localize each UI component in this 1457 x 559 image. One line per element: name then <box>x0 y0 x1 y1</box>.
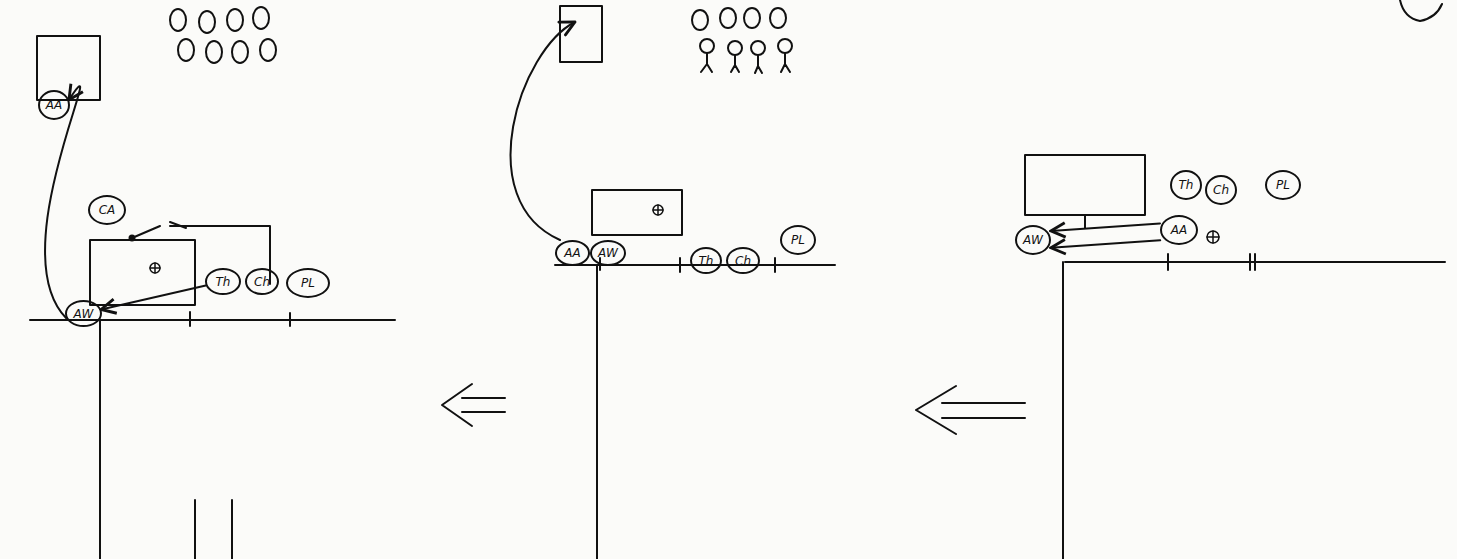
person-circle: PL <box>780 225 816 255</box>
node-label: CA <box>99 204 116 216</box>
person-circle: AA <box>555 240 590 266</box>
stage-line <box>1065 254 1445 270</box>
person-circle: PL <box>286 268 330 298</box>
move-arrow <box>1051 223 1160 231</box>
audience-circles <box>170 7 276 63</box>
person-circle: AA <box>38 90 70 120</box>
wall-line <box>100 320 232 559</box>
wall-line <box>596 265 598 559</box>
node-label: Ch <box>735 255 751 267</box>
cross-symbol <box>1207 231 1219 243</box>
person-circle: CA <box>88 195 126 225</box>
node-label: Th <box>216 276 231 288</box>
node-label: PL <box>1276 179 1290 191</box>
node-label: Th <box>699 255 714 267</box>
person-circle: Ch <box>245 268 279 295</box>
cross-symbol <box>653 205 663 215</box>
person-circle: Ch <box>1205 175 1237 205</box>
node-label: AA <box>1171 224 1187 236</box>
node-label: PL <box>301 277 315 289</box>
move-arrow <box>101 285 206 309</box>
screen-stand <box>1084 215 1086 228</box>
wall-line <box>1062 262 1064 559</box>
node-label: AW <box>598 247 618 259</box>
person-circle: Th <box>1170 170 1202 200</box>
node-label: AW <box>74 308 94 320</box>
audience-figures <box>692 8 792 73</box>
person-circle: AA <box>1160 215 1198 245</box>
panel-arrow <box>916 386 1025 434</box>
node-label: PL <box>791 234 805 246</box>
person-circle: AW <box>590 240 626 266</box>
cross-symbol <box>150 263 160 273</box>
node-label: AA <box>564 247 580 259</box>
person-circle: Ch <box>726 247 760 274</box>
person-circle: AW <box>1015 225 1051 255</box>
panel-arrow <box>442 384 505 426</box>
corner-mark <box>1400 0 1442 21</box>
person-circle: AW <box>65 300 102 327</box>
screen-box <box>560 6 602 62</box>
node-label: Th <box>1179 179 1194 191</box>
node-label: AA <box>46 99 62 111</box>
person-circle: Th <box>690 247 722 274</box>
cable-line <box>132 222 270 284</box>
node-label: Ch <box>1213 184 1229 196</box>
move-arrow <box>45 86 80 318</box>
move-arrow <box>1051 240 1160 247</box>
person-circle: PL <box>1265 170 1301 200</box>
node-label: Ch <box>254 276 270 288</box>
node-label: AW <box>1023 234 1043 246</box>
throw-arrow <box>511 22 575 240</box>
person-circle: Th <box>205 268 241 295</box>
table-box <box>90 240 195 305</box>
table-box <box>592 190 682 235</box>
screen-box <box>1025 155 1145 215</box>
